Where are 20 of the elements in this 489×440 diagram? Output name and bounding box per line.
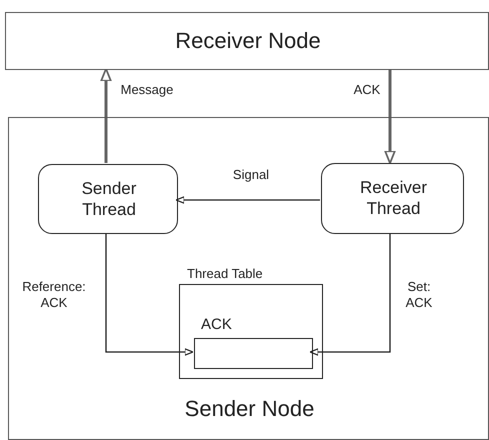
- node-label: Receiver Thread: [358, 177, 428, 220]
- node-label: Sender Node: [184, 395, 316, 422]
- edge-label: Reference: ACK: [21, 279, 87, 310]
- table-label: ACK: [201, 316, 232, 335]
- receiver-node-box: [5, 12, 489, 70]
- edge-label: Message: [120, 82, 174, 98]
- node-label: Sender Thread: [80, 178, 138, 220]
- edge-label: Signal: [232, 167, 270, 183]
- arrow: [310, 233, 391, 356]
- sender-node-box: [8, 117, 489, 440]
- thread-box: [321, 163, 464, 234]
- edge-label: ACK: [352, 82, 382, 98]
- arrow: [384, 70, 396, 164]
- edge-label: Set: ACK: [404, 279, 434, 310]
- arrow: [176, 196, 320, 204]
- table-label: Thread Table: [187, 266, 263, 282]
- arrow: [100, 68, 112, 163]
- node-label: Receiver Node: [174, 27, 322, 54]
- thread-box: [38, 164, 178, 234]
- arrow: [105, 233, 194, 356]
